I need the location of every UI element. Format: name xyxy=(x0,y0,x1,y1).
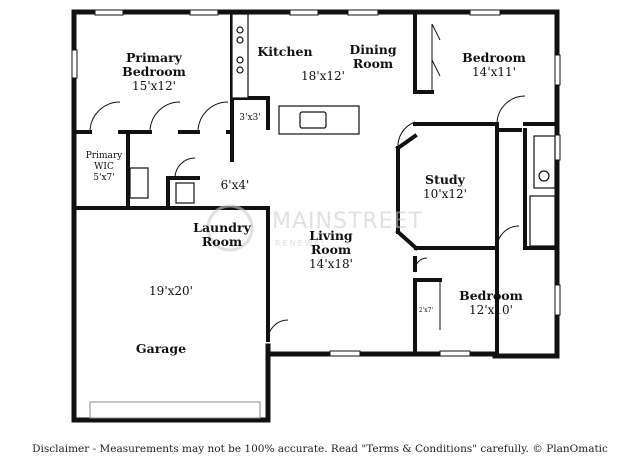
room-kitchen: Kitchen 18'x12' xyxy=(257,44,345,83)
kitchen-dims: 18'x12' xyxy=(301,69,345,83)
door-swings xyxy=(89,23,526,341)
kitchen-counters xyxy=(231,13,360,135)
living-label-1: Living xyxy=(309,228,353,243)
room-bedroom-se: Bedroom 12'x10' xyxy=(459,288,523,317)
primary-bedroom-label-2: Bedroom xyxy=(122,64,186,79)
dining-label-2: Room xyxy=(353,56,393,71)
primary-bedroom-dims: 15'x12' xyxy=(132,79,176,93)
bedroom-se-dims: 12'x10' xyxy=(469,303,513,317)
room-laundry: Laundry Room xyxy=(193,220,251,249)
room-hall-bath: 6'x4' xyxy=(221,178,250,192)
closet-se-dims: 2'x7' xyxy=(419,307,434,314)
floor-plan: MAINSTREET RENEWAL Primary Bedroom 15'x1… xyxy=(71,9,561,423)
dining-label-1: Dining xyxy=(349,42,397,57)
living-dims: 14'x18' xyxy=(309,257,353,271)
room-garage: 19'x20' Garage xyxy=(136,284,193,356)
garage-label: Garage xyxy=(136,341,186,356)
hall-bath-dims: 6'x4' xyxy=(221,178,250,192)
room-primary-wic: Primary WIC 5'x7' xyxy=(86,151,123,183)
primary-bedroom-label-1: Primary xyxy=(126,50,183,65)
room-primary-bedroom: Primary Bedroom 15'x12' xyxy=(122,50,186,93)
living-label-2: Room xyxy=(311,242,351,257)
room-study: Study 10'x12' xyxy=(423,172,467,201)
garage-dims: 19'x20' xyxy=(149,284,193,298)
primary-wic-dims: 5'x7' xyxy=(93,173,114,183)
room-dining: Dining Room xyxy=(349,42,397,71)
bedroom-ne-label: Bedroom xyxy=(462,50,526,65)
watermark: MAINSTREET RENEWAL xyxy=(206,204,423,252)
watermark-subtext: RENEWAL xyxy=(275,239,328,248)
room-closet-se: 2'x7' xyxy=(419,307,434,314)
room-pantry: 3'x3' xyxy=(239,113,260,123)
laundry-label-1: Laundry xyxy=(193,220,251,235)
study-dims: 10'x12' xyxy=(423,187,467,201)
primary-wic-label-2: WIC xyxy=(94,162,114,172)
room-bedroom-ne: Bedroom 14'x11' xyxy=(462,50,526,79)
bedroom-ne-dims: 14'x11' xyxy=(472,65,516,79)
study-label: Study xyxy=(425,172,466,187)
primary-wic-label-1: Primary xyxy=(86,151,123,161)
pantry-dims: 3'x3' xyxy=(239,113,260,123)
watermark-text: MAINSTREET xyxy=(272,209,423,234)
room-living: Living Room 14'x18' xyxy=(309,228,353,271)
windows xyxy=(71,9,561,419)
bath-fixtures xyxy=(129,135,556,247)
disclaimer-text: Disclaimer - Measurements may not be 100… xyxy=(32,443,608,455)
bedroom-se-label: Bedroom xyxy=(459,288,523,303)
kitchen-label: Kitchen xyxy=(257,44,312,59)
laundry-label-2: Room xyxy=(202,234,242,249)
